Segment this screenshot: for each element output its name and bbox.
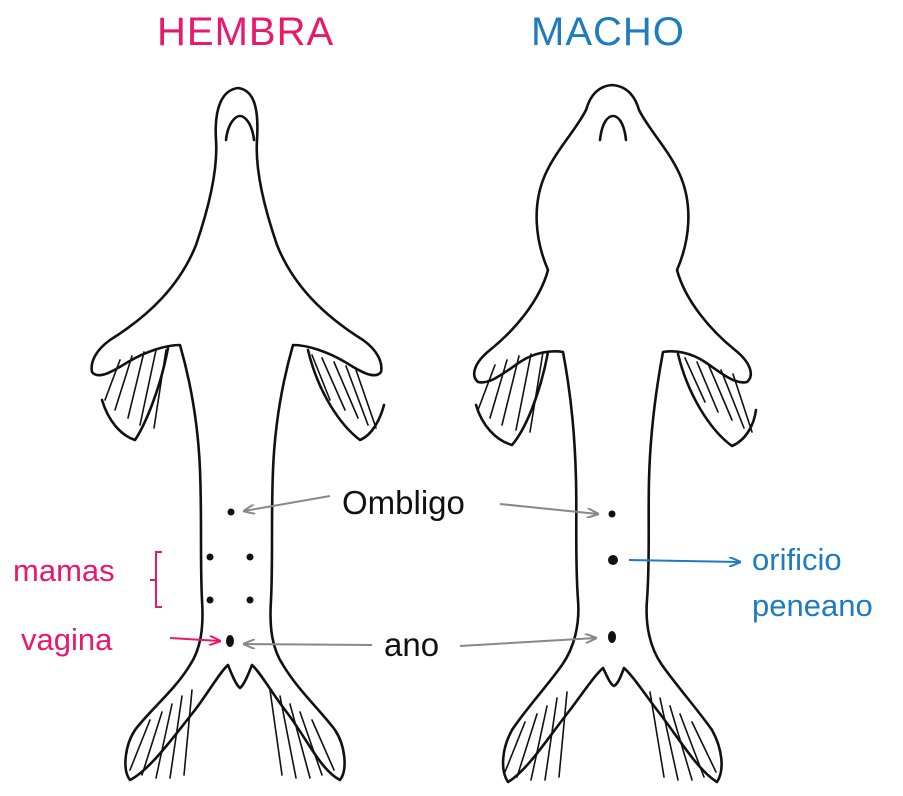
female-title: HEMBRA	[157, 12, 334, 52]
anus-arrow-right	[460, 638, 596, 646]
orifice-label-line1: orificio	[752, 544, 842, 575]
orifice-label-line2: peneano	[752, 590, 873, 621]
female-body-outline	[92, 88, 382, 780]
male-body-outline	[474, 85, 751, 782]
male-navel-dot	[609, 511, 616, 518]
female-navel-dot	[228, 509, 235, 516]
orifice-arrow	[629, 560, 740, 562]
male-right-hind-digits	[650, 692, 716, 780]
mamas-label: mamas	[13, 555, 115, 586]
male-right-flipper-digits	[685, 358, 752, 432]
male-anus-dot	[608, 631, 616, 643]
anus-arrow-left	[244, 644, 372, 645]
female-vagina-dot	[226, 635, 234, 647]
anus-label: ano	[384, 628, 439, 661]
male-title: MACHO	[531, 12, 685, 52]
female-mama-dot	[247, 597, 254, 604]
male-snout	[600, 116, 626, 140]
female-seal-drawing	[92, 88, 384, 780]
female-left-hind-digits	[130, 690, 192, 778]
vagina-label: vagina	[21, 624, 112, 655]
navel-arrow-right	[500, 504, 598, 514]
female-mama-dot	[207, 554, 214, 561]
male-penile-orifice-dot	[608, 555, 618, 565]
navel-label: Ombligo	[342, 486, 465, 519]
male-seal-drawing	[474, 85, 756, 782]
navel-arrow-left	[244, 496, 330, 511]
vagina-arrow	[170, 638, 220, 641]
female-mama-dot	[247, 554, 254, 561]
female-mama-dot	[207, 597, 214, 604]
mamas-bracket	[150, 552, 162, 607]
male-left-flipper-digits	[478, 352, 543, 432]
male-left-hind-digits	[505, 692, 567, 780]
female-snout	[226, 116, 254, 140]
